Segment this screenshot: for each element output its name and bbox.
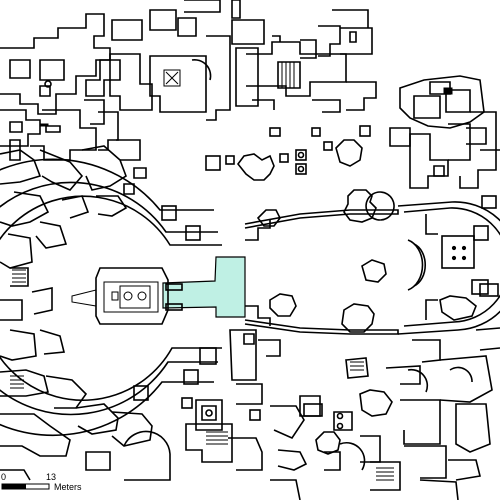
highlighted-room[interactable] [162, 256, 246, 318]
scale-bar [1, 483, 50, 490]
east-apse [397, 201, 500, 335]
south-buildings [185, 195, 500, 500]
scale-unit-label: Meters [54, 482, 82, 492]
north-west-buildings [0, 0, 265, 161]
central-chapel [71, 267, 183, 325]
central-apse [0, 158, 222, 437]
north-east-buildings [246, 9, 377, 113]
nave [244, 209, 399, 335]
column-piers [133, 205, 261, 421]
east-buildings [389, 75, 500, 189]
scale-start-label: 0 [1, 472, 7, 482]
pier-row-top [205, 125, 371, 181]
pier-clusters [256, 189, 395, 333]
scale-end-label: 13 [46, 472, 57, 482]
west-ring-chapels [0, 145, 171, 481]
